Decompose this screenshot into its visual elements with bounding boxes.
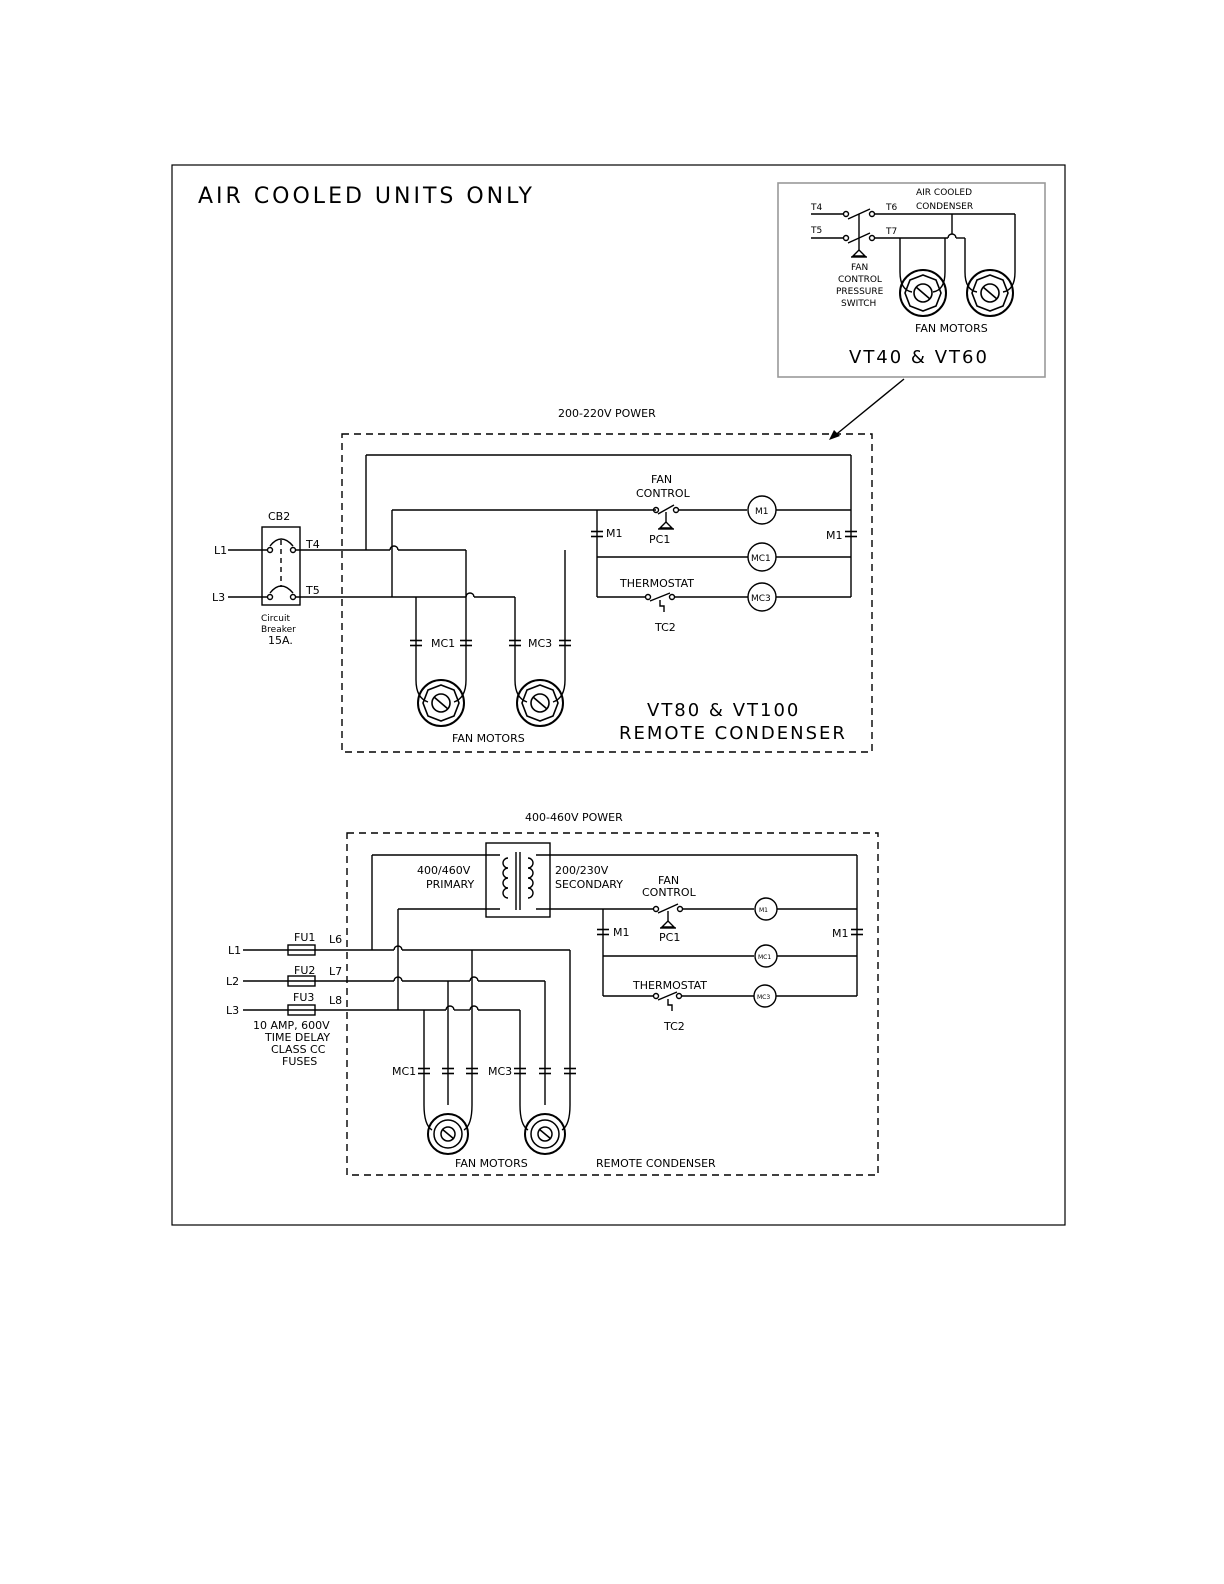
upper-pc1: PC1 [649,533,670,546]
lower-primary-2: PRIMARY [426,878,474,891]
lower-fuse-note-1: 10 AMP, 600V [253,1019,330,1032]
lower-l7: L7 [329,965,342,978]
upper-section: 200-220V POWER CB2 L1 L3 T4 T5 Circuit B… [212,407,873,753]
upper-l3: L3 [212,591,225,604]
lower-l8: L8 [329,994,342,1007]
upper-fan-motor-2-icon [516,679,564,727]
lower-mc3-coil: MC3 [757,994,770,1001]
inset-fan-motors: FAN MOTORS [915,322,988,335]
page-title: AIR COOLED UNITS ONLY [198,184,535,209]
upper-mc1-coil: MC1 [751,554,771,564]
lower-mc1-coil: MC1 [758,954,771,961]
upper-l1: L1 [214,544,227,557]
lower-mc1-contact: MC1 [392,1065,416,1078]
lower-fan-control-1: FAN [658,874,679,887]
lower-section: 400-460V POWER 400/460V PRIMARY 200/230V… [226,811,879,1176]
lower-m1-right: M1 [832,927,849,940]
upper-breaker-2: Breaker [261,625,296,635]
lower-remote: REMOTE CONDENSER [596,1157,716,1170]
inset-fan-motor-2-icon [966,269,1014,317]
upper-t4: T4 [305,538,320,551]
upper-m1-left: M1 [606,527,623,540]
upper-model-1: VT80 & VT100 [647,700,800,721]
lower-fu1: FU1 [294,931,315,944]
upper-t5: T5 [305,584,320,597]
upper-fan-motor-1-icon [417,679,465,727]
inset-model: VT40 & VT60 [849,347,989,368]
outer-frame [171,164,1066,1226]
lower-primary-1: 400/460V [417,864,471,877]
lower-fan-motors: FAN MOTORS [455,1157,528,1170]
inset-frame [777,182,1046,378]
inset-vt40-vt60: T4 T5 T6 T7 AIR COOLED CONDENSER FAN CON… [777,182,1046,378]
upper-box [341,433,873,753]
inset-switch-4: SWITCH [841,299,876,309]
upper-m1-right: M1 [826,529,843,542]
lower-power-label: 400-460V POWER [525,811,623,824]
lower-l1: L1 [228,944,241,957]
upper-fan-motors: FAN MOTORS [452,732,525,745]
lower-m1-coil: M1 [759,907,768,914]
upper-tc2: TC2 [654,621,676,634]
lower-fuse-note-3: CLASS CC [271,1043,326,1056]
upper-thermostat: THERMOSTAT [619,577,694,590]
inset-switch-1: FAN [851,263,868,273]
upper-fan-control-2: CONTROL [636,487,691,500]
upper-mc3-contact: MC3 [528,637,552,650]
lower-pc1: PC1 [659,931,680,944]
lower-box [346,832,879,1176]
lower-fuse-note-2: TIME DELAY [264,1031,330,1044]
upper-breaker-3: 15A. [268,634,293,647]
inset-t5: T5 [810,226,822,236]
upper-mc1-contact: MC1 [431,637,455,650]
lower-l3: L3 [226,1004,239,1017]
upper-m1-coil: M1 [755,507,769,517]
upper-fan-control-1: FAN [651,473,672,486]
lower-fan-control-2: CONTROL [642,886,697,899]
upper-mc3-coil: MC3 [751,594,771,604]
inset-switch-3: PRESSURE [836,287,884,297]
upper-model-2: REMOTE CONDENSER [619,723,847,744]
inset-switch-2: CONTROL [838,275,882,285]
upper-breaker-1: Circuit [261,614,290,624]
inset-t7: T7 [885,227,897,237]
lower-fu2: FU2 [294,964,315,977]
lower-thermostat: THERMOSTAT [632,979,707,992]
inset-t6: T6 [885,203,897,213]
lower-fuse-note-4: FUSES [282,1055,317,1068]
inset-fan-motor-1-icon [899,269,947,317]
lower-l2: L2 [226,975,239,988]
inset-condenser-2: CONDENSER [916,202,973,212]
lower-tc2: TC2 [663,1020,685,1033]
lower-fan-motor-1-icon [427,1113,469,1155]
upper-cb-label: CB2 [268,510,290,523]
lower-l6: L6 [329,933,342,946]
inset-condenser-1: AIR COOLED [916,188,972,198]
inset-t4: T4 [810,203,822,213]
lower-fu3: FU3 [293,991,314,1004]
lower-fan-motor-2-icon [524,1113,566,1155]
lower-m1-left: M1 [613,926,630,939]
lower-secondary-1: 200/230V [555,864,609,877]
upper-power-label: 200-220V POWER [558,407,656,420]
lower-mc3-contact: MC3 [488,1065,512,1078]
lower-secondary-2: SECONDARY [555,878,623,891]
